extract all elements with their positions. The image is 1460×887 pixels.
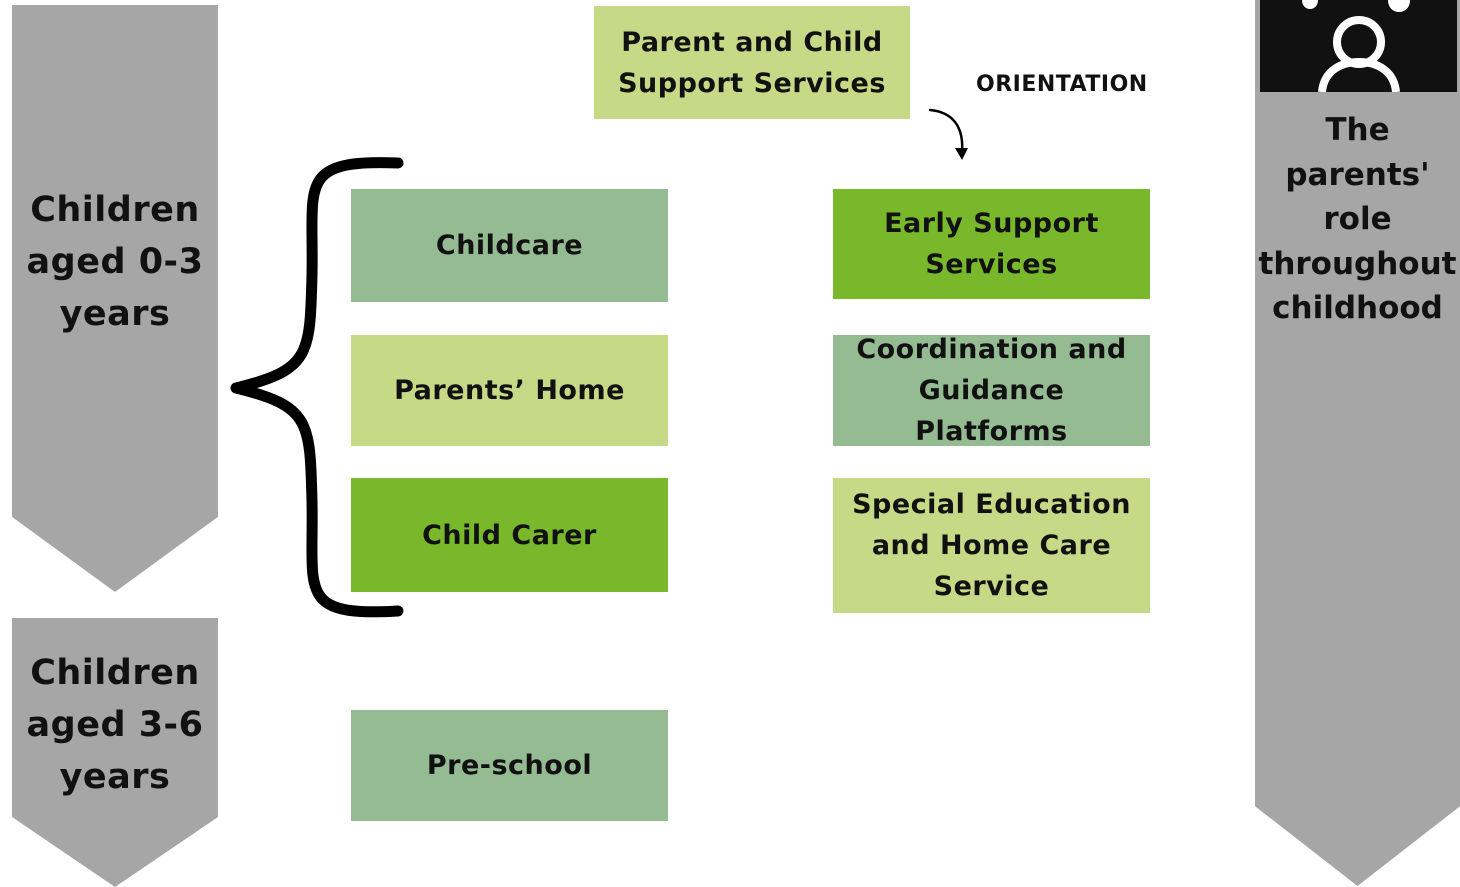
age-label-3-6: Children aged 3-6 years (26, 653, 204, 797)
child-carer-box: Child Carer (351, 478, 668, 592)
age-label-0-3: Children aged 0-3 years (26, 190, 204, 334)
curly-brace-icon (230, 157, 404, 618)
curved-arrow-icon (928, 108, 968, 160)
coordination-box: Coordination and Guidance Platforms (833, 334, 1150, 447)
parent-child-support-box: Parent and Child Support Services (594, 6, 910, 119)
parents-home-box: Parents’ Home (351, 335, 668, 446)
early-support-box: Early Support Services (833, 189, 1150, 299)
parents-role-label: The parents' role throughout childhood (1258, 112, 1457, 326)
age-arrow-0-3 (12, 5, 218, 592)
childcare-box: Childcare (351, 189, 668, 302)
special-education-box: Special Education and Home Care Service (833, 478, 1150, 613)
parents-icon (1260, 0, 1457, 92)
parents-role-arrow (1255, 0, 1460, 886)
preschool-box: Pre-school (351, 710, 668, 821)
orientation-label: ORIENTATION (976, 72, 1148, 97)
